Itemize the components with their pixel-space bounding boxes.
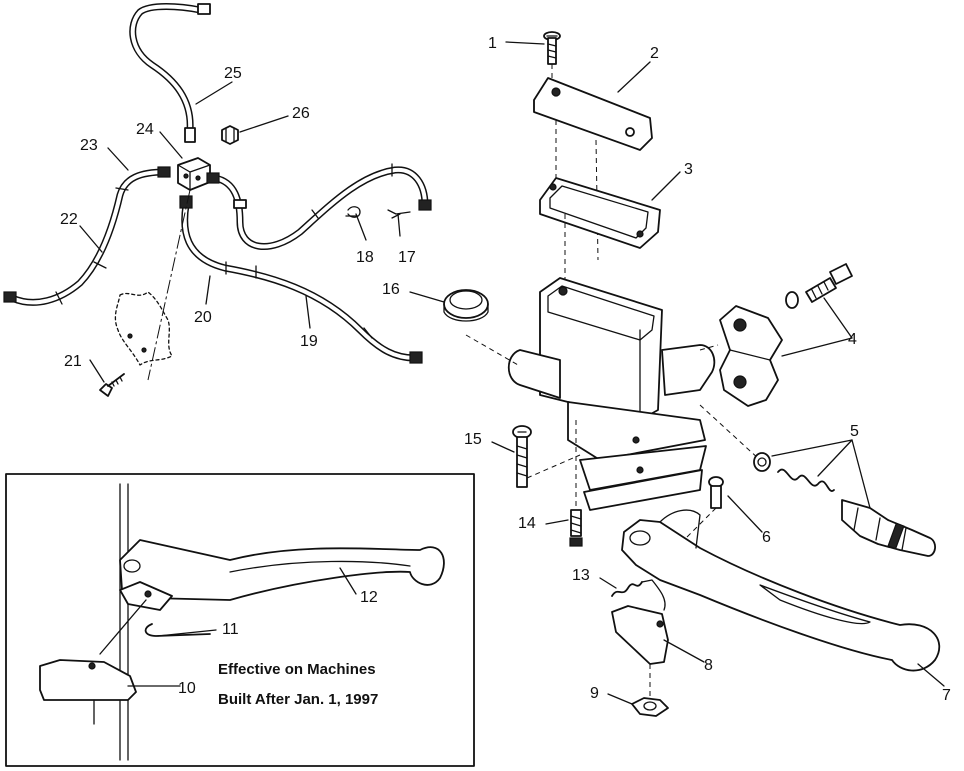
callout-6: 6 [762,529,771,546]
callout-5: 5 [850,423,859,440]
brake-lever-7 [621,509,941,672]
junction-block-24 [177,157,211,191]
callout-17: 17 [398,249,416,266]
inset-detail: Effective on Machines Built After Jan. 1… [5,473,475,767]
inset-bracket-11 [119,581,173,611]
callout-10: 10 [178,680,196,697]
callout-11: 11 [222,621,239,638]
hose-25 [129,3,211,143]
master-cylinder-assembly [443,31,941,717]
hose-22-23 [3,166,171,306]
piston-kit-5 [753,452,936,557]
hose-19-20 [179,195,423,364]
inset-note-line-2: Built After Jan. 1, 1997 [218,691,378,708]
clamp-bolt-4 [785,263,853,309]
callout-21: 21 [64,353,82,370]
nut-9 [631,697,669,717]
callout-2: 2 [650,45,659,62]
bolt-21 [99,373,125,397]
callout-25: 25 [224,65,242,82]
callout-24: 24 [136,121,154,138]
callout-9: 9 [590,685,599,702]
reservoir-cap-16 [443,289,489,322]
callout-3: 3 [684,161,693,178]
callout-8: 8 [704,657,713,674]
reservoir-cover-2 [533,77,653,151]
callout-1: 1 [488,35,497,52]
fitting-26 [221,125,239,145]
callout-12: 12 [360,589,378,606]
spring-13 [611,579,666,611]
callout-14: 14 [518,515,536,532]
inset-lever-12 [119,539,445,601]
leader-lines [79,41,945,705]
callout-numbers: 1 2 3 4 5 6 7 8 9 10 11 12 13 14 15 16 1… [60,35,951,704]
clip-17 [387,209,411,219]
pivot-pin-6 [708,476,724,509]
brake-switch-8 [611,605,669,665]
handlebar-clamp-4 [719,305,783,407]
callout-16: 16 [382,281,400,298]
callout-20: 20 [194,309,212,326]
clip-18 [345,206,361,218]
callout-26: 26 [292,105,310,122]
screw-15 [512,425,532,488]
inset-switch-10 [39,659,137,701]
diaphragm-gasket-3 [539,177,661,249]
inset-note-line-1: Effective on Machines [218,661,376,678]
callout-23: 23 [80,137,98,154]
screw-14 [569,420,583,547]
callout-22: 22 [60,211,78,228]
callout-13: 13 [572,567,590,584]
callout-4: 4 [848,331,857,348]
screw-1 [543,31,561,65]
hose-17 [206,163,432,250]
callout-15: 15 [464,431,482,448]
callout-18: 18 [356,249,374,266]
brake-line-assembly [3,3,432,397]
callout-7: 7 [942,687,951,704]
callout-19: 19 [300,333,318,350]
master-cylinder-body [507,277,716,511]
